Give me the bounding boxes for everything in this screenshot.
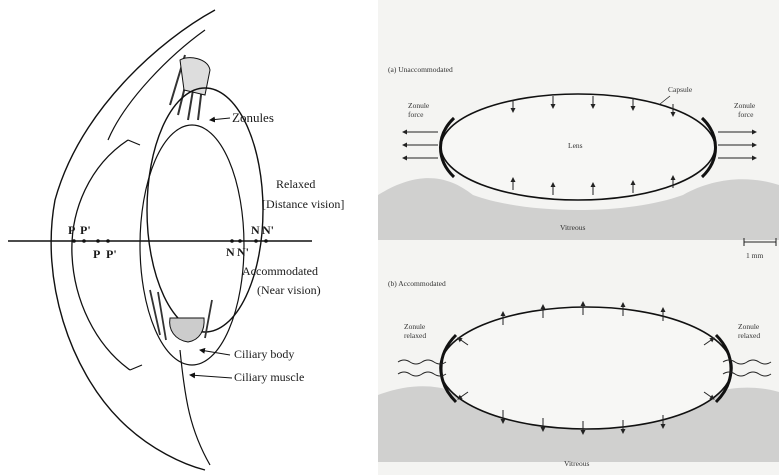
label-a-capsule: Capsule: [668, 85, 693, 94]
label-relaxed: Relaxed: [276, 177, 315, 191]
label-p-prime-bottom: P': [106, 247, 117, 261]
label-b-zonule-left-relaxed: relaxed: [404, 331, 426, 340]
point-n-prime-dot: [264, 239, 268, 243]
label-a-title: (a) Unaccommodated: [388, 65, 453, 74]
lens-diagram-svg: (a) Unaccommodated Capsule Zonule force: [378, 0, 779, 475]
label-a-zonule-right: Zonule: [734, 101, 756, 110]
label-n-prime-bottom: N': [237, 245, 249, 259]
point-n-dot: [254, 239, 258, 243]
lens-capsule-diagram: (a) Unaccommodated Capsule Zonule force: [378, 0, 779, 475]
label-accommodated: Accommodated: [242, 264, 318, 278]
label-n-bottom: N: [226, 245, 235, 259]
label-a-zonule-left: Zonule: [408, 101, 430, 110]
zonule-relaxed-left-1: [398, 360, 446, 364]
point-p-prime-acc-dot: [106, 239, 110, 243]
point-p-dot: [72, 239, 76, 243]
eye-accommodation-diagram: Zonules Relaxed [Distance vision] Accomm…: [0, 0, 378, 475]
label-p-prime-top: P': [80, 223, 91, 237]
label-a-lens: Lens: [568, 141, 583, 150]
zonule-relaxed-left-2: [398, 372, 446, 376]
label-p-bottom: P: [93, 247, 100, 261]
label-a-zonule-left-force: force: [408, 110, 424, 119]
label-distance-vision: [Distance vision]: [262, 197, 344, 211]
ciliary-body-arrow: [200, 350, 230, 355]
label-b-zonule-left: Zonule: [404, 322, 426, 331]
label-b-zonule-right: Zonule: [738, 322, 760, 331]
point-n-prime-acc-dot: [238, 239, 242, 243]
label-b-title: (b) Accommodated: [388, 279, 446, 288]
lens-b: [440, 307, 732, 429]
label-ciliary-muscle: Ciliary muscle: [234, 370, 304, 384]
ciliary-body-shape: [170, 318, 204, 342]
label-b-vitreous: Vitreous: [564, 459, 589, 468]
eye-diagram-svg: Zonules Relaxed [Distance vision] Accomm…: [0, 0, 378, 475]
point-p-prime-dot: [82, 239, 86, 243]
ciliary-muscle-arrow: [190, 375, 232, 378]
zonules-arrow: [210, 118, 230, 120]
label-p-top: P: [68, 223, 75, 237]
lower-eye-wall: [180, 350, 210, 465]
label-b-zonule-right-relaxed: relaxed: [738, 331, 760, 340]
cornea-curve: [72, 140, 130, 370]
label-zonules: Zonules: [232, 110, 274, 125]
point-n-acc-dot: [230, 239, 234, 243]
label-n-prime-top: N': [262, 223, 274, 237]
capsule-leader-line: [660, 96, 670, 104]
label-a-zonule-right-force: force: [738, 110, 754, 119]
label-a-vitreous: Vitreous: [560, 223, 585, 232]
label-scale: 1 mm: [746, 251, 763, 260]
label-ciliary-body: Ciliary body: [234, 347, 294, 361]
label-n-top: N: [251, 223, 260, 237]
point-p-acc-dot: [96, 239, 100, 243]
label-near-vision: (Near vision): [257, 283, 321, 297]
